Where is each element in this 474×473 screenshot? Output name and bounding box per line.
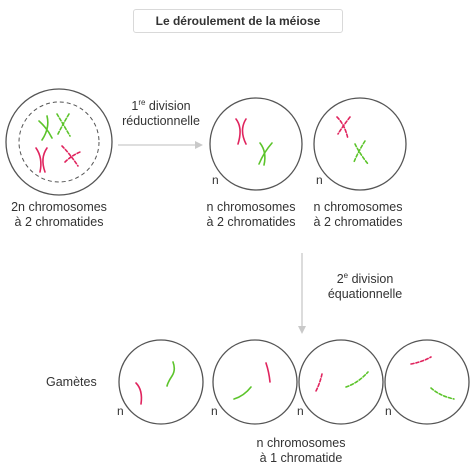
chromosome-green-x xyxy=(38,115,53,141)
daughter-cell-1 xyxy=(209,97,303,191)
chromosome-red-dashed-x xyxy=(336,116,351,140)
ploidy-label: n xyxy=(297,404,304,418)
ploidy-label: n xyxy=(211,404,218,418)
chromosome-green-dashed-x xyxy=(353,140,369,165)
title-box: Le déroulement de la méiose xyxy=(133,9,343,33)
mother-cell-label: 2n chromosomes à 2 chromatides xyxy=(11,200,107,229)
chromosome-red-x xyxy=(235,118,247,145)
mother-cell xyxy=(5,88,113,196)
daughter-cell-1-label: n chromosomes à 2 chromatides xyxy=(206,200,296,229)
gamete-1 xyxy=(118,339,204,425)
ploidy-label: n xyxy=(117,404,124,418)
page-title: Le déroulement de la méiose xyxy=(155,14,321,28)
gamete-3 xyxy=(298,339,384,425)
gametes-bottom-label: n chromosomes à 1 chromatide xyxy=(256,436,346,465)
daughter-cell-2-label: n chromosomes à 2 chromatides xyxy=(313,200,403,229)
gamete-2 xyxy=(212,339,298,425)
arrow-division-2 xyxy=(298,253,306,334)
daughter-cell-2 xyxy=(313,97,407,191)
division-1-label: 1re division réductionnelle xyxy=(122,97,200,128)
ploidy-label: n xyxy=(385,404,392,418)
ploidy-label: n xyxy=(212,173,219,187)
arrow-division-1 xyxy=(118,141,203,149)
ploidy-label: n xyxy=(316,173,323,187)
chromosome-green-x xyxy=(258,142,273,166)
division-2-label: 2e division équationnelle xyxy=(327,270,403,301)
chromosome-red-dashed-x xyxy=(61,145,81,167)
gametes-label: Gamètes xyxy=(46,375,97,389)
chromosome-green-dashed-x xyxy=(56,113,71,137)
gamete-4 xyxy=(384,339,470,425)
nucleus-membrane xyxy=(18,101,100,183)
chromosome-red-x xyxy=(35,147,48,173)
